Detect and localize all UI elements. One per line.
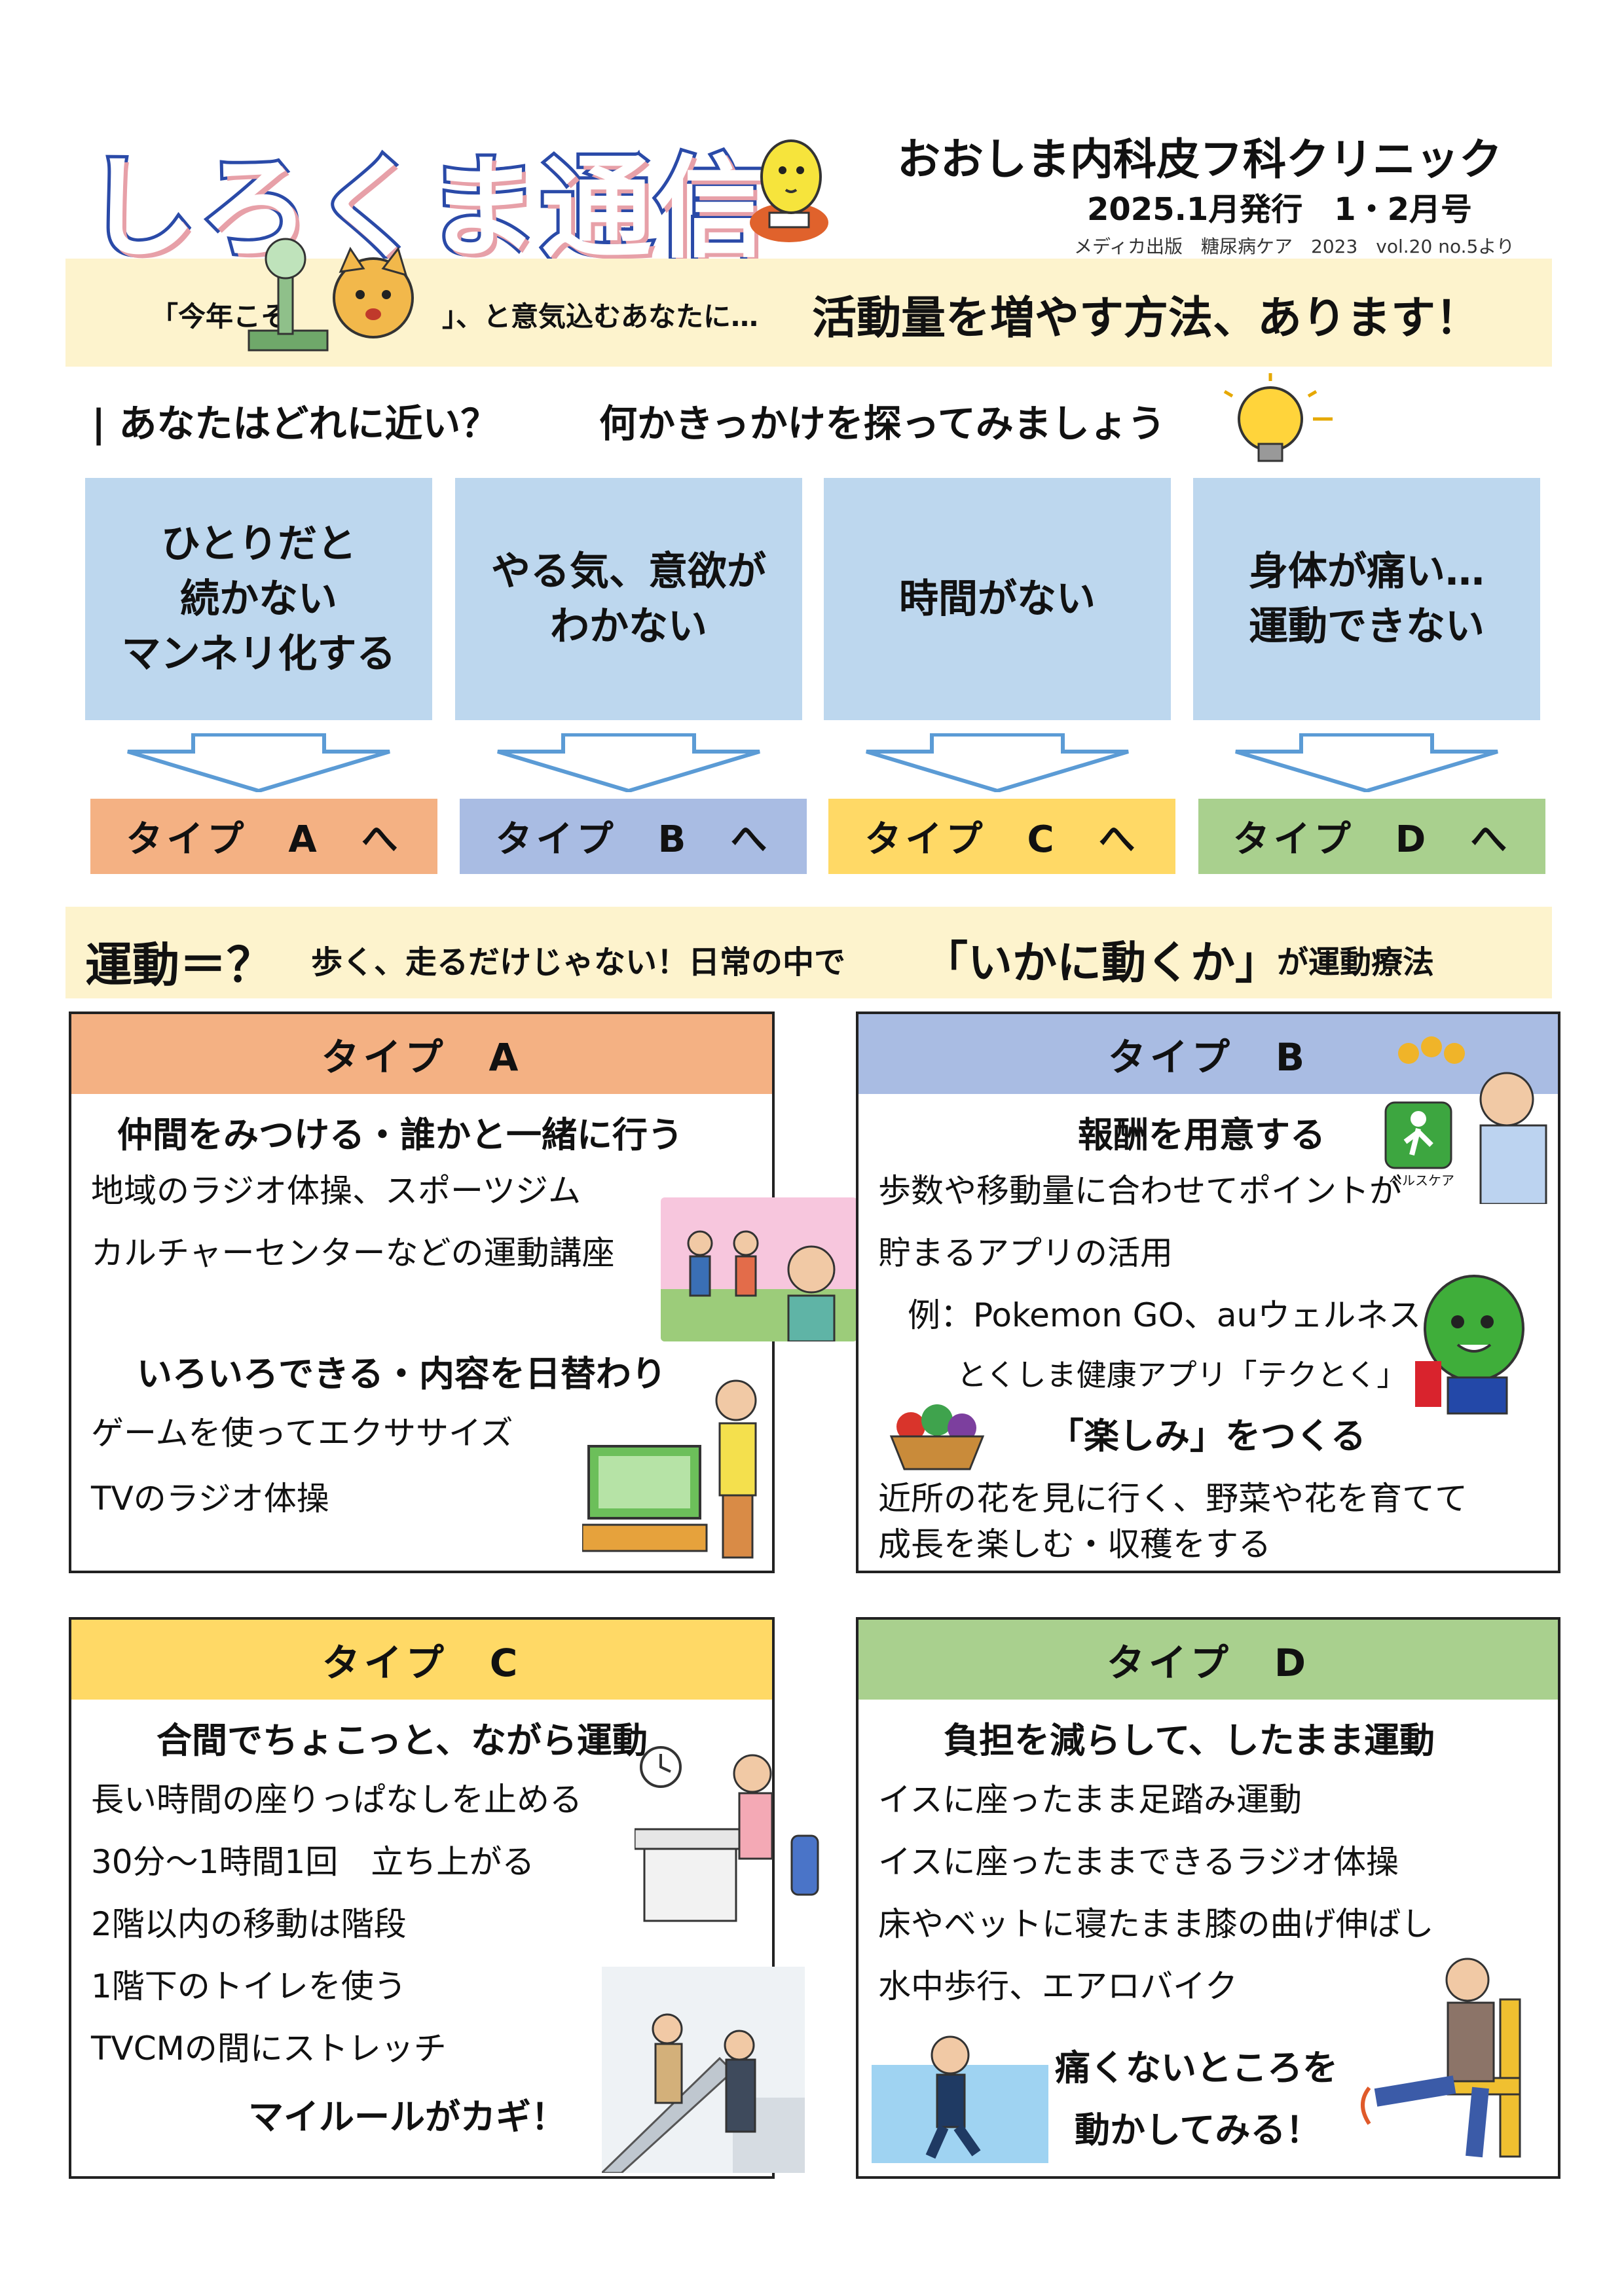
type-c-line: 長い時間の座りっぱなしを止める (91, 1781, 582, 1819)
exercise-text-b: 歩く、走るだけじゃない！日常の中で (311, 944, 846, 981)
escalator-stairs-icon (602, 1967, 805, 2173)
exercise-text-d: が運動療法 (1277, 944, 1435, 981)
type-b-line: 例：Pokemon GO、auウェルネス (908, 1296, 1422, 1334)
cat-scale-icon (248, 238, 414, 352)
intro-headline: 活動量を増やす方法、あります！ (812, 293, 1481, 344)
type-b-line: 成長を楽しむ・収穫をする (878, 1525, 1271, 1563)
game-exercise-icon (582, 1379, 757, 1559)
mascot-icon (1415, 1275, 1524, 1415)
intro-lead-a: 「今年こそ (151, 301, 289, 333)
type-d-tip2: 動かしてみる！ (1075, 2109, 1321, 2151)
type-d-line: 床やベットに寝たまま膝の曲げ伸ばし (878, 1905, 1434, 1943)
type-b-sub2: 「楽しみ」をつくる (1048, 1415, 1366, 1457)
question-right: 何かきっかけを探ってみましょう (599, 401, 1166, 446)
type-d-tip1: 痛くないところを (1055, 2047, 1338, 2088)
type-b-line: とくしま健康アプリ「テクとく」 (957, 1357, 1407, 1393)
type-d-line: 水中歩行、エアロバイク (878, 1967, 1238, 2005)
type-b-card: タイプ B 報酬を用意する ヘルスケア 歩数や移動量に合わせてポイントが 貯まる… (856, 1011, 1560, 1573)
exercise-emphasis: 「いかに動くか」 (923, 938, 1280, 989)
type-c-label: タイプ C へ (828, 799, 1175, 874)
clinic-name: おおしま内科皮フ科クリニック (897, 134, 1502, 185)
newsletter-logo: しろくま通信 (82, 141, 769, 277)
arrow-down-icon (497, 733, 760, 792)
seated-leg-exercise-icon (1361, 1958, 1521, 2158)
intro-band: 「今年こそ 」、と意気込むあなたに… 活動量を増やす方法、あります！ (65, 238, 1552, 367)
choice-box-a: ひとりだと 続かない マンネリ化する (85, 478, 432, 720)
type-b-label: タイプ B へ (460, 799, 807, 874)
arrow-down-icon (866, 733, 1129, 792)
type-c-sub1: 合間でちょこっと、ながら運動 (157, 1720, 648, 1761)
arrow-down-icon (1235, 733, 1498, 792)
vegetable-basket-icon (889, 1404, 985, 1470)
type-d-line: イスに座ったままできるラジオ体操 (878, 1843, 1399, 1881)
type-c-line: 1階下のトイレを使う (91, 1967, 407, 2005)
water-walking-icon (872, 2035, 1048, 2163)
type-b-title: タイプ B (858, 1014, 1558, 1094)
type-a-line: TVのラジオ体操 (91, 1480, 329, 1518)
type-d-title: タイプ D (858, 1620, 1558, 1700)
type-b-line: 貯まるアプリの活用 (878, 1234, 1173, 1272)
app-user-icon (1384, 1036, 1547, 1204)
type-a-sub2: いろいろできる・内容を日替わり (137, 1353, 667, 1394)
source-credit: メディカ出版 糖尿病ケア 2023 vol.20 no.5より (1074, 236, 1515, 257)
type-a-line: ゲームを使ってエクササイズ (91, 1414, 513, 1452)
type-b-line: 歩数や移動量に合わせてポイントが (878, 1172, 1402, 1210)
type-a-title: タイプ A (71, 1014, 772, 1094)
type-d-label: タイプ D へ (1198, 799, 1545, 874)
choice-box-b: やる気、意欲が わかない (455, 478, 802, 720)
desk-worker-icon (635, 1746, 819, 1922)
type-d-line: イスに座ったまま足踏み運動 (878, 1781, 1302, 1819)
choice-box-d: 身体が痛い… 運動できない (1193, 478, 1540, 720)
arrow-down-icon (127, 733, 390, 792)
type-c-line: TVCMの間にストレッチ (91, 2030, 447, 2068)
type-d-sub1: 負担を減らして、したまま運動 (944, 1720, 1435, 1761)
type-a-card: タイプ A 仲間をみつける・誰かと一緒に行う 地域のラジオ体操、スポーツジム カ… (69, 1011, 857, 1573)
type-c-title: タイプ C (71, 1620, 772, 1700)
type-a-sub1: 仲間をみつける・誰かと一緒に行う (117, 1114, 683, 1156)
type-c-line: 30分～1時間1回 立ち上がる (91, 1843, 535, 1881)
exercise-band: 運動＝？ 歩く、走るだけじゃない！日常の中で 「いかに動くか」 が運動療法 (65, 907, 1552, 998)
issue-date: 2025.1月発行 1・2月号 (1087, 191, 1473, 228)
type-a-line: 地域のラジオ体操、スポーツジム (91, 1172, 581, 1210)
exercise-question: 運動＝？ (85, 938, 274, 993)
choice-box-c: 時間がない (824, 478, 1171, 720)
type-c-card: タイプ C 合間でちょこっと、ながら運動 長い時間の座りっぱなしを止める 30分… (69, 1617, 819, 2179)
lightbulb-icon (1223, 373, 1333, 462)
type-c-rule: マイルールがカギ！ (248, 2096, 566, 2138)
type-b-sub1: 報酬を用意する (1078, 1114, 1325, 1156)
intro-lead-b: 」、と意気込むあなたに… (442, 301, 759, 333)
type-c-line: 2階以内の移動は階段 (91, 1905, 407, 1943)
group-exercise-icon (661, 1197, 857, 1341)
type-b-line: 近所の花を見に行く、野菜や花を育てて (878, 1480, 1467, 1518)
newsletter-logo-fill: しろくま通信 (85, 144, 769, 274)
bear-mascot-icon (750, 139, 828, 242)
type-d-card: タイプ D 負担を減らして、したまま運動 イスに座ったまま足踏み運動 イスに座っ… (856, 1617, 1560, 2179)
question-left: | あなたはどれに近い？ (92, 401, 499, 446)
type-a-line: カルチャーセンターなどの運動講座 (91, 1234, 615, 1272)
type-a-label: タイプ A へ (90, 799, 437, 874)
app-label: ヘルスケア (1389, 1173, 1454, 1188)
